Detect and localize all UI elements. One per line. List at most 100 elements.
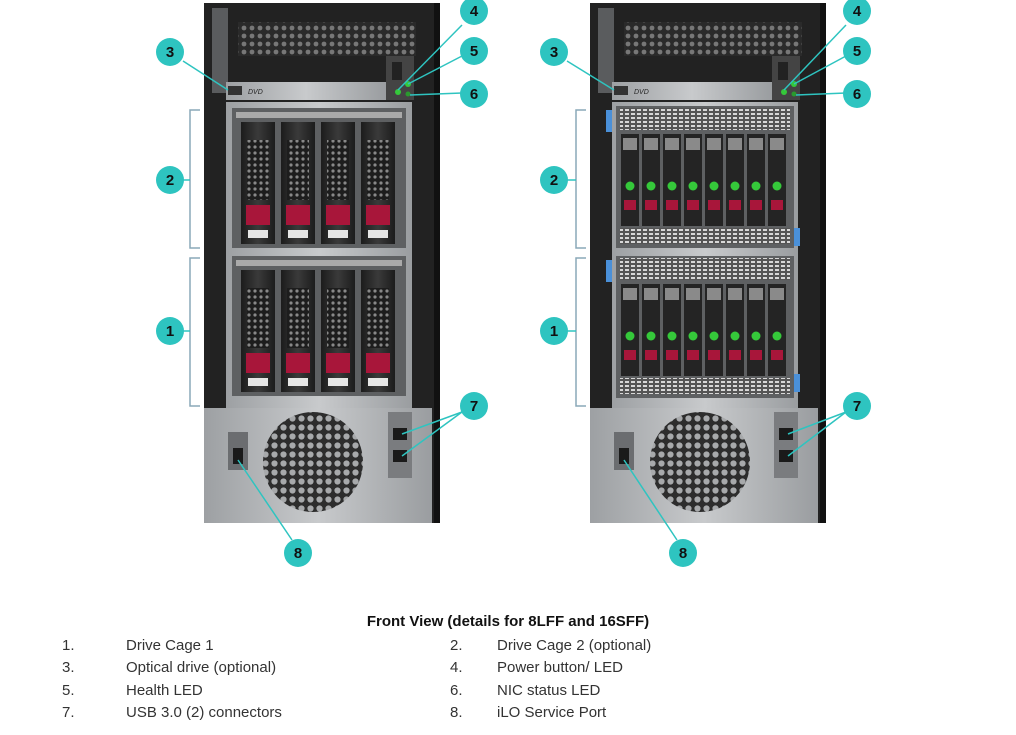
bracket-cage-2 [189,109,200,249]
svg-text:6: 6 [470,86,478,103]
sff-drive [726,284,744,376]
callout-6: 6 [843,80,871,108]
svg-text:3: 3 [550,44,558,61]
legend-number: 3. [62,659,75,676]
svg-text:5: 5 [470,43,478,60]
svg-text:8: 8 [294,545,302,562]
drive-cage-2 [232,108,406,248]
usb-connectors [388,412,412,478]
legend-label: Optical drive (optional) [126,659,277,676]
callout-3: 3 [540,38,568,66]
sff-drive-row [621,284,786,376]
sff-drive [705,134,723,226]
legend-number: 8. [450,704,463,721]
svg-text:1: 1 [550,323,558,340]
svg-text:2: 2 [166,172,174,189]
bracket-cage-1 [189,257,200,407]
sff-drive-row [621,134,786,226]
sff-drive [684,284,702,376]
lff-drive [321,270,355,392]
sff-drive [726,134,744,226]
svg-text:4: 4 [853,3,862,20]
server-8lff: DVD [156,0,488,567]
legend-label: Power button/ LED [497,659,623,676]
legend-label: Health LED [126,682,203,699]
sff-drive [705,284,723,376]
callout-1: 1 [156,317,184,345]
legend-number: 7. [62,704,75,721]
sff-drive [747,134,765,226]
svg-text:4: 4 [470,3,479,20]
legend: 1. Drive Cage 1 2. Drive Cage 2 (optiona… [0,637,1016,729]
svg-text:8: 8 [679,545,687,562]
callout-2: 2 [540,166,568,194]
svg-text:2: 2 [550,172,558,189]
legend-number: 4. [450,659,463,676]
lff-drive [361,122,395,244]
legend-number: 5. [62,682,75,699]
callout-2: 2 [156,166,184,194]
lff-drive [281,122,315,244]
legend-number: 6. [450,682,463,699]
callout-4: 4 [843,0,871,25]
lff-drive [241,270,275,392]
callout-8: 8 [284,539,312,567]
lff-drive [321,122,355,244]
bracket-cage-1 [575,257,586,407]
legend-number: 2. [450,637,463,654]
server-16sff: DVD [540,0,871,567]
top-vent [238,22,416,56]
usb-port [779,428,793,440]
sff-drive [642,134,660,226]
svg-text:6: 6 [853,86,861,103]
sff-drive [768,284,786,376]
sff-drive [621,134,639,226]
callout-5: 5 [843,37,871,65]
drive-cage-1 [232,256,406,396]
callout-5: 5 [460,37,488,65]
callout-3: 3 [156,38,184,66]
legend-label: USB 3.0 (2) connectors [126,704,282,721]
callout-6: 6 [460,80,488,108]
callout-1: 1 [540,317,568,345]
bracket-cage-2 [575,109,586,249]
sff-drive [642,284,660,376]
svg-text:7: 7 [470,398,478,415]
svg-text:3: 3 [166,44,174,61]
legend-label: NIC status LED [497,682,601,699]
svg-text:1: 1 [166,323,174,340]
legend-label: Drive Cage 2 (optional) [497,637,652,654]
lff-drive [281,270,315,392]
lff-drive [361,270,395,392]
callout-4: 4 [460,0,488,25]
server-front-view-diagram: DVD [156,0,871,567]
svg-text:7: 7 [853,398,861,415]
sff-drive [747,284,765,376]
nic-led [791,91,797,97]
legend-label: iLO Service Port [497,704,607,721]
callout-8: 8 [669,539,697,567]
nic-led [405,91,411,97]
callout-7: 7 [843,392,871,420]
legend-number: 1. [62,637,75,654]
optical-drive [226,82,386,100]
sff-drive [663,284,681,376]
svg-text:5: 5 [853,43,861,60]
sff-drive [621,284,639,376]
figure-caption: Front View (details for 8LFF and 16SFF) [366,613,650,630]
sff-drive [768,134,786,226]
legend-label: Drive Cage 1 [126,637,214,654]
optical-drive-label: DVD [248,89,263,96]
usb-port [779,450,793,462]
power-led [395,89,401,95]
top-vent [624,22,802,56]
usb-port [393,450,407,462]
lff-drive [241,122,275,244]
sff-drive [663,134,681,226]
fan-grille [263,412,363,512]
optical-drive [612,82,772,100]
usb-connectors [774,412,798,478]
fan-grille [650,412,750,512]
callout-7: 7 [460,392,488,420]
power-led [781,89,787,95]
